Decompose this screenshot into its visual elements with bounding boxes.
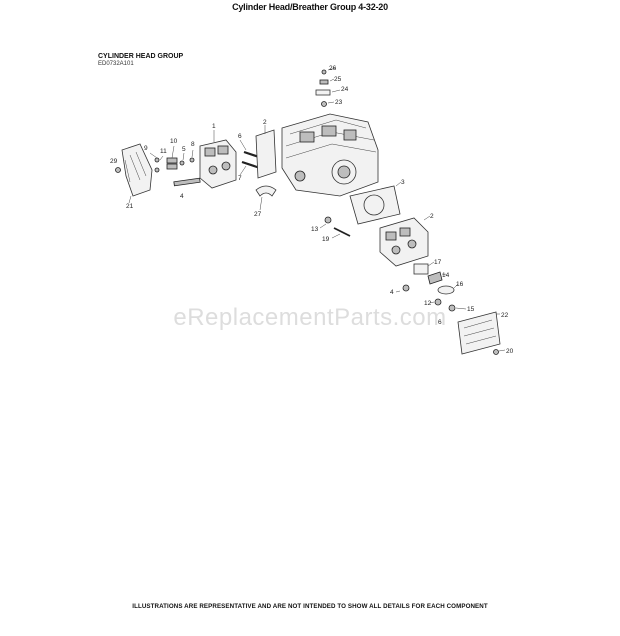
callout-15: 15 (467, 306, 475, 313)
callout-22: 22 (501, 312, 509, 319)
breather-tube-part (255, 185, 277, 211)
callout-27: 27 (254, 211, 262, 218)
callout-6: 6 (238, 133, 242, 140)
callout-26: 26 (329, 65, 337, 72)
group-code: ED0732A101 (98, 61, 134, 67)
engine-block-part (281, 113, 379, 197)
callout-24: 24 (341, 86, 349, 93)
callout-20: 20 (506, 348, 514, 355)
callout-23: 23 (335, 99, 343, 106)
callout-9: 9 (144, 145, 148, 152)
callout-13: 13 (311, 226, 319, 233)
callout-19: 19 (322, 236, 330, 243)
footer-disclaimer: ILLUSTRATIONS ARE REPRESENTATIVE AND ARE… (132, 603, 488, 610)
callout-4a: 4 (180, 193, 184, 200)
rocker-parts (395, 261, 467, 312)
callout-1: 1 (212, 123, 216, 130)
callout-12: 12 (424, 300, 432, 307)
cylinder-head-2-part (379, 215, 431, 267)
callout-6b: 6 (438, 319, 442, 326)
group-title: CYLINDER HEAD GROUP (98, 53, 184, 60)
callout-8: 8 (191, 141, 195, 148)
page-title: Cylinder Head/Breather Group 4-32-20 (232, 2, 388, 12)
callout-3: 3 (401, 179, 405, 186)
callout-7: 7 (238, 175, 242, 182)
callout-14: 14 (442, 272, 450, 279)
callout-4b: 4 (390, 289, 394, 296)
push-rod-parts (239, 139, 263, 176)
callout-11: 11 (160, 148, 167, 155)
bolt-parts (319, 216, 351, 239)
callout-10: 10 (170, 138, 178, 145)
head-gasket-part (255, 125, 277, 179)
callout-2a: 2 (263, 119, 267, 126)
screw-part (115, 167, 121, 173)
callout-25: 25 (334, 76, 342, 83)
valve-cover-part (457, 311, 501, 355)
callout-16: 16 (456, 281, 464, 288)
breather-cover-part (121, 143, 153, 204)
breather-hardware-parts (315, 67, 341, 107)
callout-21: 21 (126, 203, 134, 210)
callout-29: 29 (110, 158, 118, 165)
valve-spring-parts (149, 145, 201, 187)
head-gasket-2-part (349, 181, 402, 225)
callout-5: 5 (182, 146, 186, 153)
cylinder-head-1-part (199, 130, 237, 189)
callout-17: 17 (434, 259, 442, 266)
callout-2b: 2 (430, 213, 434, 220)
valve-cover-screw-part (493, 349, 506, 355)
